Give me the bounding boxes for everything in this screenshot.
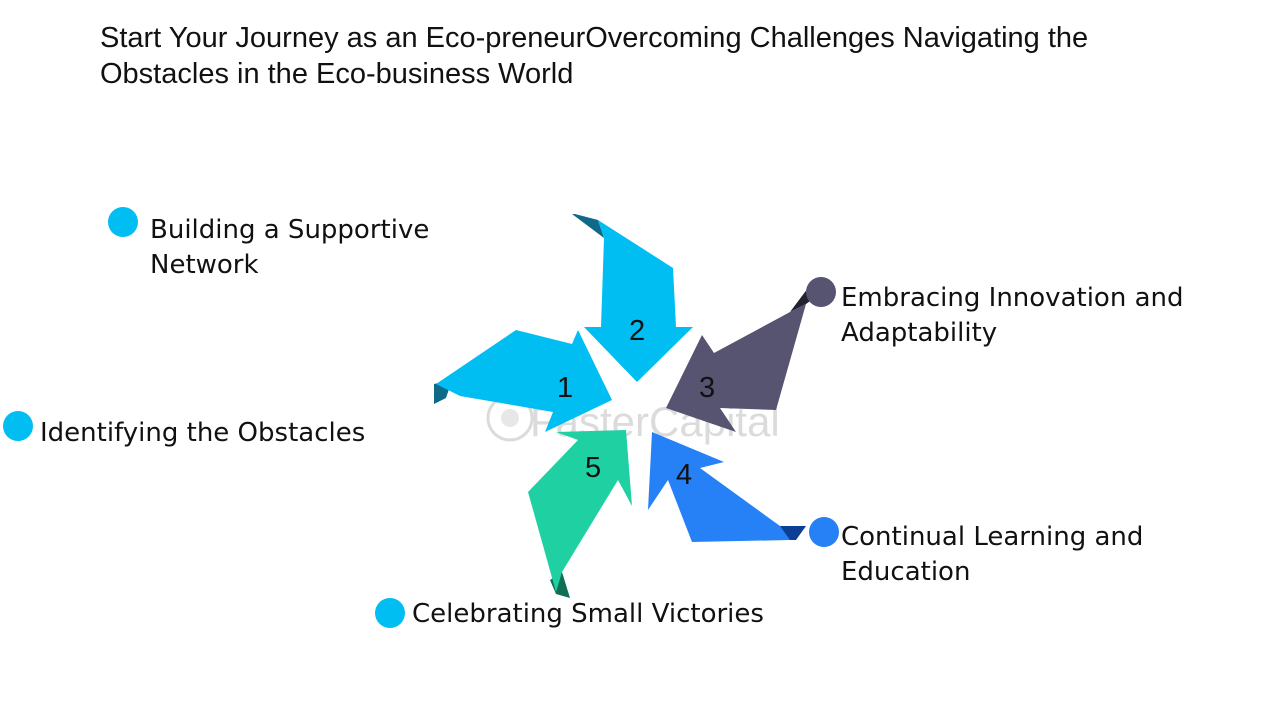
step-3-bullet-icon <box>806 277 836 307</box>
step-5-label: Celebrating Small Victories <box>412 599 764 629</box>
arrow-step-2 <box>572 214 693 382</box>
step-1-bullet-icon <box>3 411 33 441</box>
step-1-label: Identifying the Obstacles <box>40 418 366 448</box>
step-5-number: 5 <box>585 452 601 484</box>
step-5-bullet-icon <box>375 598 405 628</box>
step-4-label: Continual Learning and Education <box>841 522 1144 587</box>
arrow-step-4 <box>648 432 806 542</box>
arrow-step-1 <box>434 330 612 432</box>
step-4-bullet-icon <box>809 517 839 547</box>
step-1-number: 1 <box>557 372 573 404</box>
page-title: Start Your Journey as an Eco-preneurOver… <box>100 22 1089 90</box>
step-4-number: 4 <box>676 459 692 491</box>
step-2-bullet-icon <box>108 207 138 237</box>
step-3-number: 3 <box>699 372 715 404</box>
step-3-label: Embracing Innovation and Adaptability <box>841 283 1184 348</box>
step-2-label: Building a Supportive Network <box>150 215 430 280</box>
step-2-number: 2 <box>629 315 645 347</box>
arrow-step-5 <box>528 430 632 598</box>
